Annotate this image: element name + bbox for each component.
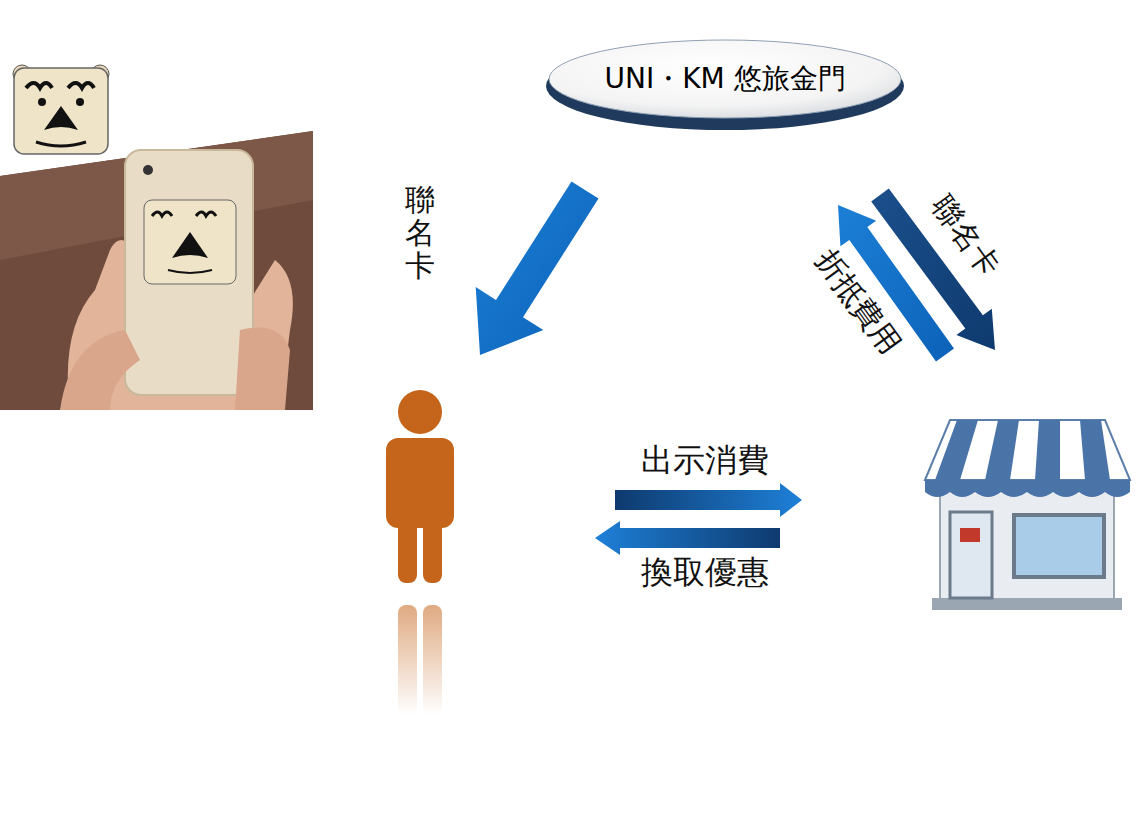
discount-label: 換取優惠 bbox=[641, 553, 769, 591]
card-arrow bbox=[476, 181, 599, 355]
shop-icon bbox=[925, 420, 1130, 610]
phone-photo bbox=[0, 131, 313, 410]
app-icon bbox=[13, 65, 109, 154]
card-label: 聯名卡 bbox=[405, 183, 435, 282]
person-figure bbox=[386, 390, 454, 583]
discount-arrow bbox=[595, 521, 780, 555]
fee-label: 折抵費用 bbox=[808, 243, 908, 361]
brand-ellipse: UNI・KM 悠旅金門 bbox=[544, 32, 906, 132]
brand-name: UNI・KM 悠旅金門 bbox=[604, 60, 845, 98]
person-reflection bbox=[398, 605, 442, 715]
consume-label: 出示消費 bbox=[641, 441, 769, 479]
consume-arrow bbox=[615, 483, 802, 517]
ellipse-face bbox=[549, 40, 901, 118]
